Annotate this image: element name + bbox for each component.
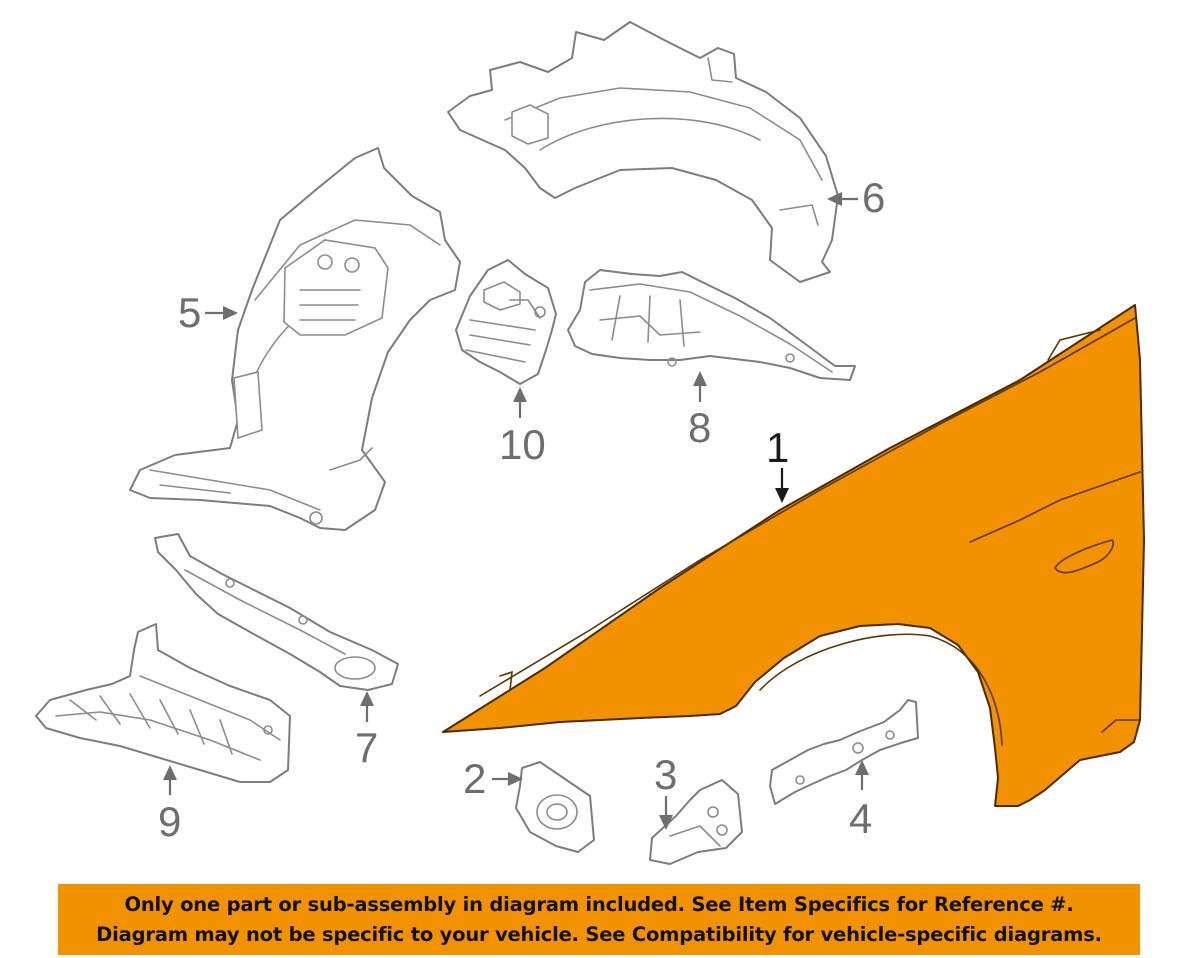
part-front-liner[interactable]	[129, 147, 461, 531]
parts-diagram: 1 2 3 4 5 6 7 8 9	[35, 21, 1145, 865]
part-module-mount[interactable]	[455, 259, 557, 385]
disclaimer-line-1: Only one part or sub-assembly in diagram…	[124, 893, 1074, 916]
part-fender[interactable]	[442, 304, 1145, 807]
part-upper-bracket[interactable]	[567, 269, 856, 381]
part-splash-shield[interactable]	[35, 623, 291, 783]
callout-8: 8	[688, 371, 711, 451]
callout-7: 7	[355, 691, 378, 771]
callout-2-label: 2	[463, 755, 486, 802]
callout-9-label: 9	[158, 798, 181, 845]
callout-3-label: 3	[654, 751, 677, 798]
part-lower-support-rail[interactable]	[154, 533, 399, 691]
part-support-bracket[interactable]	[649, 779, 743, 865]
disclaimer-line-2: Diagram may not be specific to your vehi…	[96, 923, 1102, 946]
callout-4: 4	[849, 760, 872, 842]
callout-8-label: 8	[688, 404, 711, 451]
callout-10-label: 10	[499, 421, 546, 468]
callout-9: 9	[158, 765, 181, 845]
disclaimer-banner: Only one part or sub-assembly in diagram…	[58, 884, 1140, 955]
callout-3: 3	[654, 751, 677, 830]
part-rear-liner[interactable]	[447, 21, 839, 283]
part-mount-bracket[interactable]	[515, 761, 595, 853]
callout-4-label: 4	[849, 795, 872, 842]
part-reinforcement-strip[interactable]	[769, 699, 919, 805]
callout-6-label: 6	[862, 174, 885, 221]
callout-1-label: 1	[766, 424, 789, 471]
callout-5-label: 5	[178, 289, 201, 336]
callout-7-label: 7	[355, 724, 378, 771]
callout-1: 1	[766, 424, 789, 503]
callout-10: 10	[499, 387, 546, 468]
callout-5: 5	[178, 289, 238, 336]
callout-6: 6	[827, 174, 885, 221]
callout-2: 2	[463, 755, 523, 802]
